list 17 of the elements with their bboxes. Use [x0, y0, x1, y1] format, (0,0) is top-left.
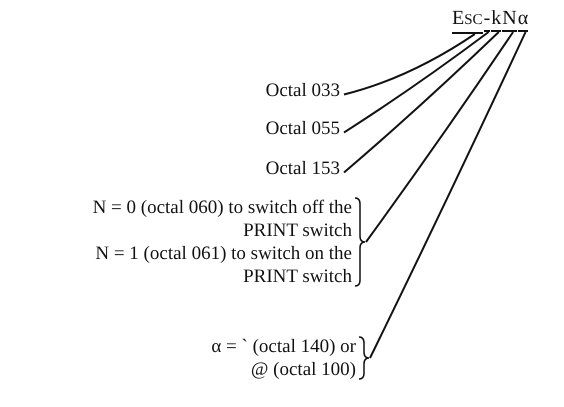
note-text: N = 1 (octal 061) to switch on the PRINT switch: [94, 242, 352, 288]
code-part: α: [518, 6, 528, 32]
note-text: α = ` (octal 140) or @ (octal 100): [210, 335, 356, 381]
note-text: Octal 033: [140, 79, 340, 102]
leader-line: [344, 33, 476, 96]
leader-line: [343, 31, 500, 174]
leader-line: [343, 31, 490, 134]
leader-line: [365, 31, 514, 243]
note-text: Octal 055: [140, 117, 340, 140]
note-text: Octal 153: [140, 157, 340, 180]
note-text: N = 0 (octal 060) to switch off the PRINT switch: [92, 196, 352, 242]
bracketed-note: [90, 196, 366, 288]
code-part: N: [502, 6, 517, 32]
leader-line: [369, 32, 526, 358]
code-part: -: [484, 6, 490, 32]
code-part: ESC: [452, 6, 483, 34]
code-part: k: [491, 6, 502, 32]
